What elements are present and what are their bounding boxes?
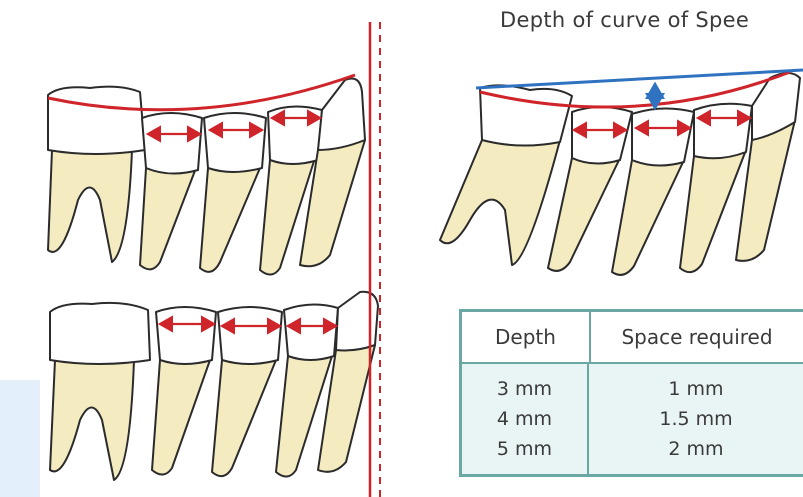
premolar-root <box>200 168 260 272</box>
premolar-crown <box>142 113 202 174</box>
premolar-crown <box>632 108 694 165</box>
header-space-required: Space required <box>591 312 803 362</box>
premolar-root <box>548 158 620 271</box>
depth-space-table: Depth Space required 3 mm 4 mm 5 mm 1 mm… <box>459 309 803 477</box>
table-cell: 1.5 mm <box>589 404 803 434</box>
table-body: 3 mm 4 mm 5 mm 1 mm 1.5 mm 2 mm <box>462 364 803 477</box>
table-header: Depth Space required <box>462 312 803 364</box>
depth-column: 3 mm 4 mm 5 mm <box>462 364 589 477</box>
premolar-crown <box>572 107 632 164</box>
premolar-root <box>212 360 276 476</box>
premolar-crown <box>204 113 266 172</box>
diagram-title: Depth of curve of Spee <box>500 8 800 32</box>
molar-crown <box>48 87 145 154</box>
molar-root <box>50 360 134 480</box>
header-depth: Depth <box>462 312 591 362</box>
premolar-crown <box>156 307 216 364</box>
lower-left-teeth <box>50 292 378 480</box>
right-arch-teeth <box>440 73 800 275</box>
table-cell: 3 mm <box>462 374 587 404</box>
left-watermark-strip <box>0 380 40 497</box>
canine-crown <box>268 106 322 164</box>
premolar-root <box>140 168 196 269</box>
molar-root <box>440 140 560 265</box>
table-cell: 2 mm <box>589 434 803 464</box>
table-cell: 1 mm <box>589 374 803 404</box>
molar-crown <box>50 303 150 364</box>
canine-crown <box>284 304 338 360</box>
premolar-root <box>612 160 684 275</box>
premolar-crown <box>218 307 282 364</box>
table-cell: 4 mm <box>462 404 587 434</box>
canine-crown <box>694 104 752 159</box>
premolar-root <box>152 360 210 475</box>
incisor-crown <box>336 292 378 351</box>
space-column: 1 mm 1.5 mm 2 mm <box>589 364 803 477</box>
table-cell: 5 mm <box>462 434 587 464</box>
incisor-crown <box>318 79 365 151</box>
molar-root <box>48 150 132 262</box>
